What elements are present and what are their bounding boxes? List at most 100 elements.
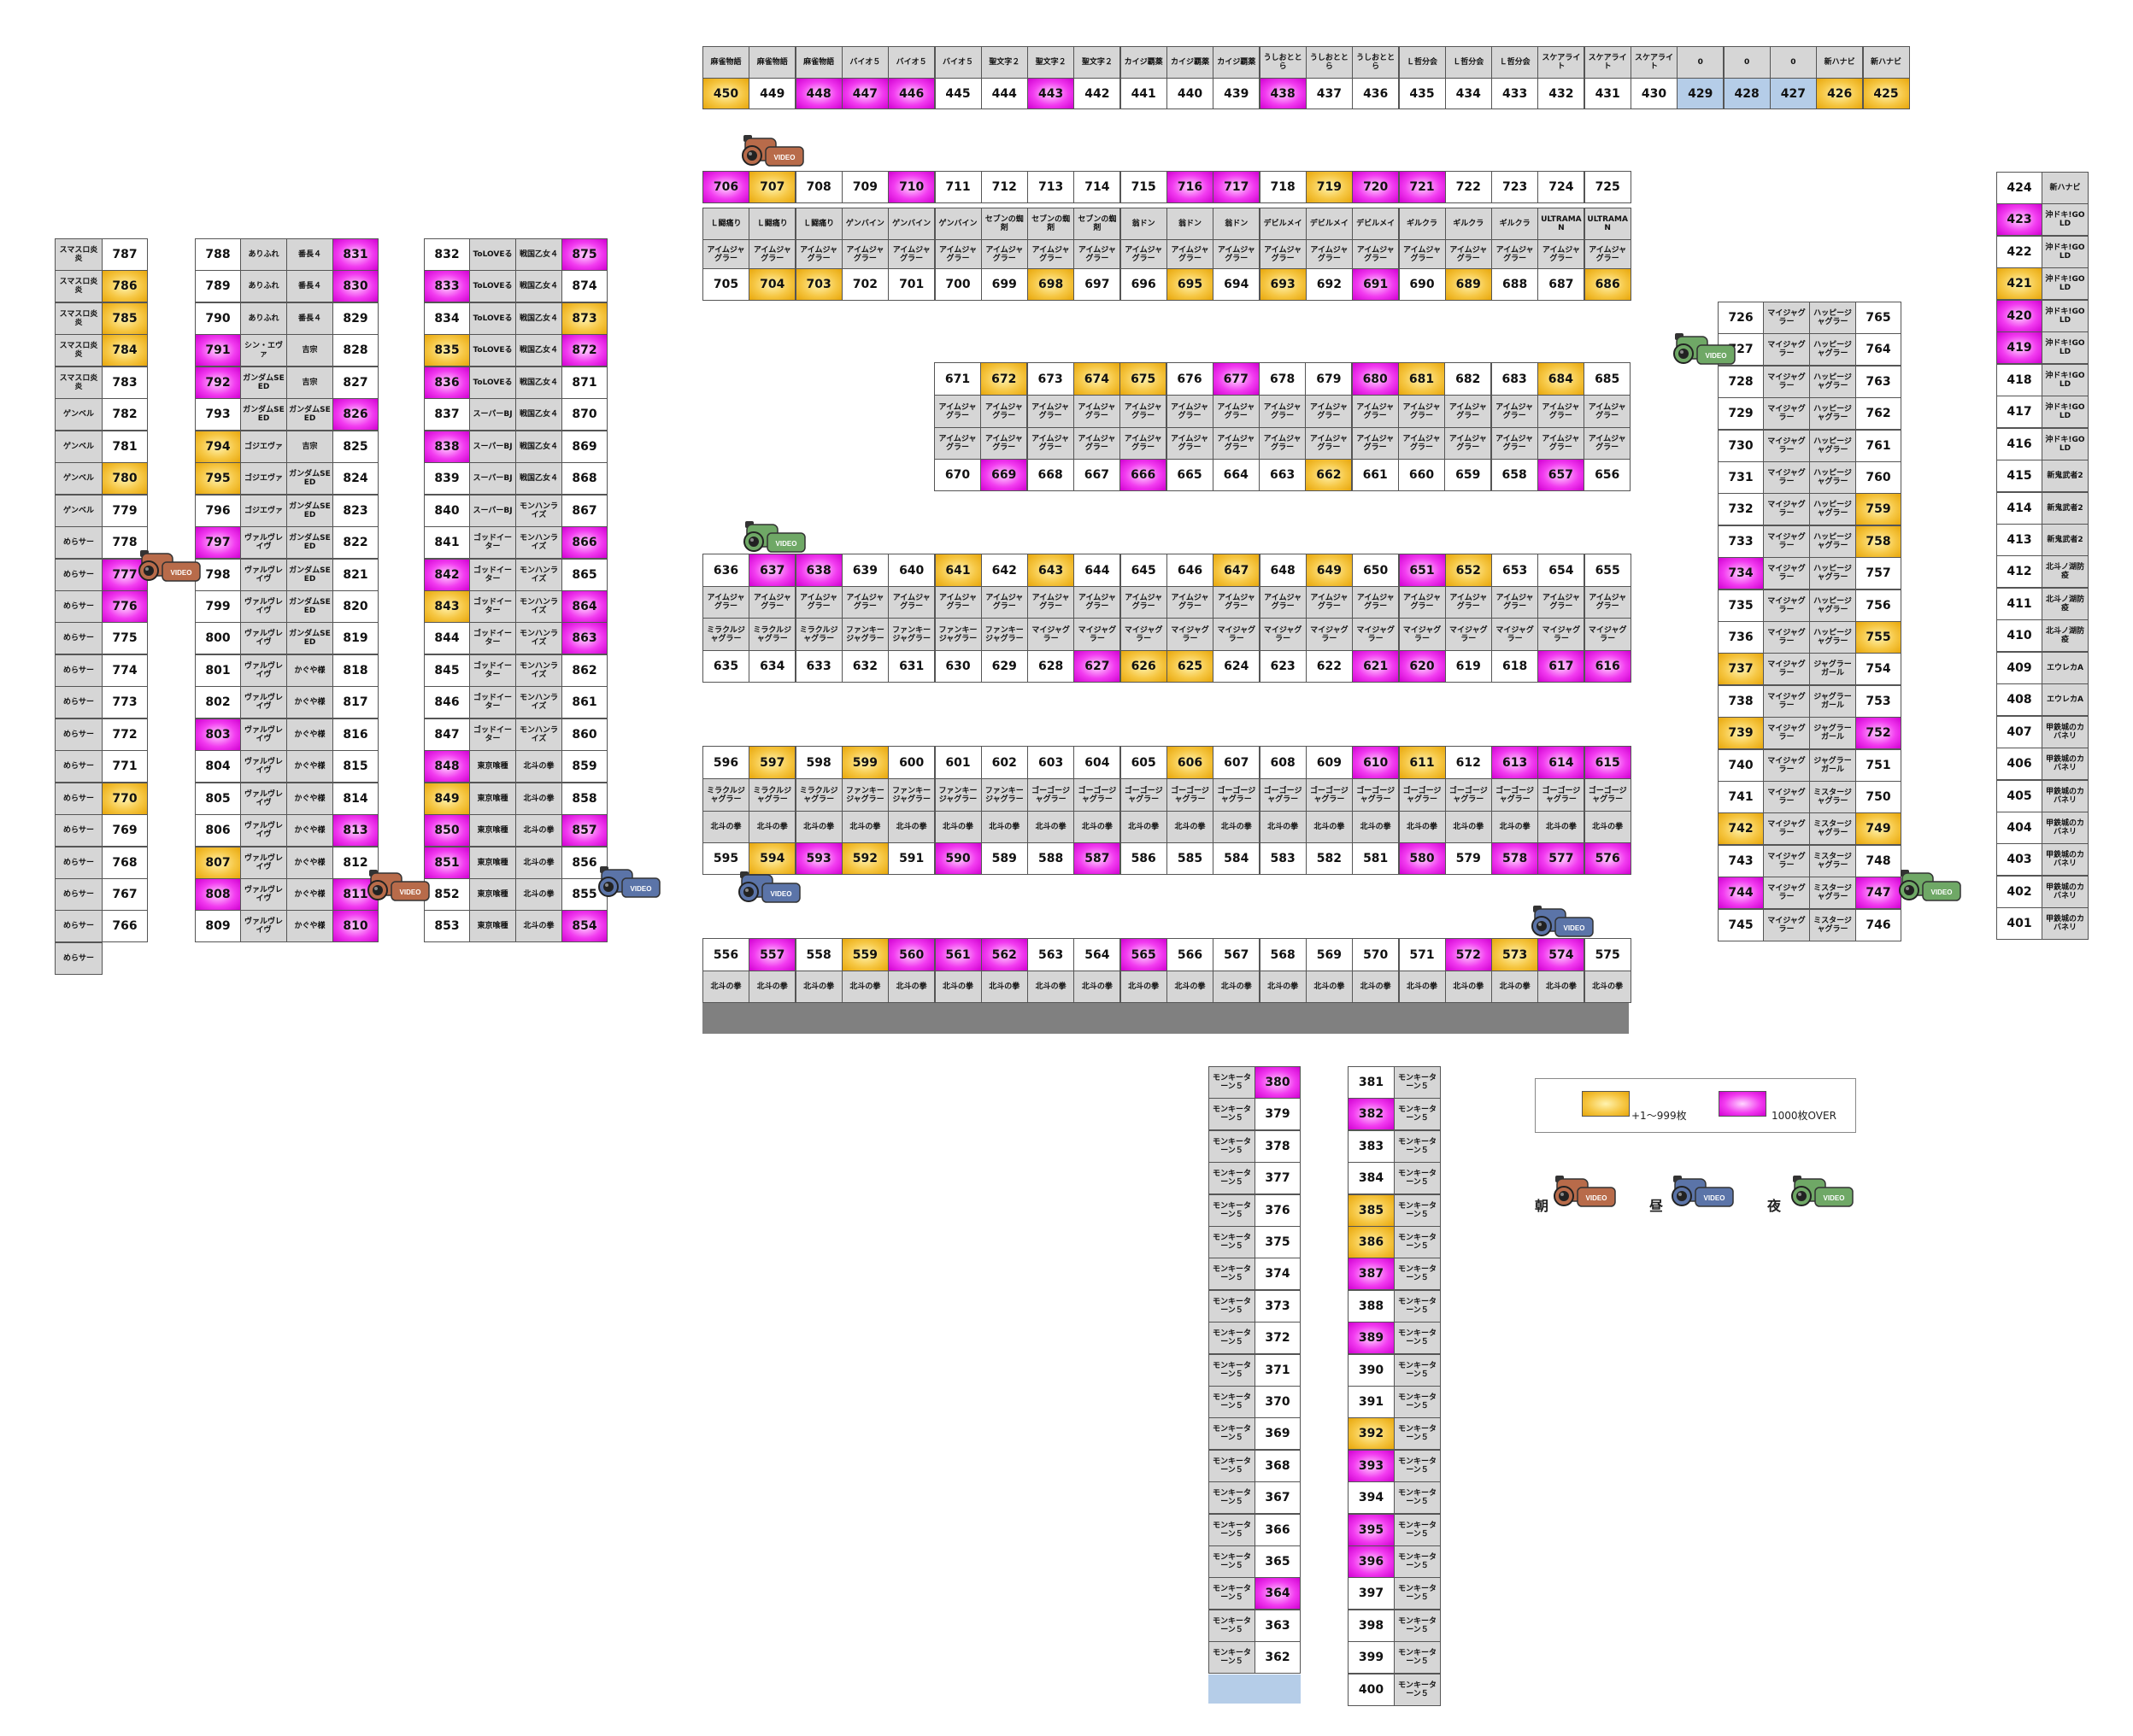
machine-number[interactable]: 579 xyxy=(1444,842,1492,875)
machine-number[interactable]: 808 xyxy=(195,878,241,911)
machine-number[interactable]: 738 xyxy=(1718,684,1764,718)
machine-number[interactable]: 800 xyxy=(195,622,241,655)
machine-number[interactable]: 701 xyxy=(888,268,936,301)
machine-number[interactable]: 606 xyxy=(1166,746,1213,779)
machine-number[interactable]: 449 xyxy=(749,78,796,109)
machine-number[interactable]: 629 xyxy=(980,650,1028,683)
machine-number[interactable]: 783 xyxy=(102,366,148,399)
machine-number[interactable]: 586 xyxy=(1119,842,1167,875)
machine-number[interactable]: 439 xyxy=(1213,78,1260,109)
machine-number[interactable]: 564 xyxy=(1073,938,1121,971)
machine-number[interactable]: 657 xyxy=(1537,459,1584,491)
machine-number[interactable]: 705 xyxy=(702,268,749,301)
machine-number[interactable]: 362 xyxy=(1255,1641,1301,1674)
machine-number[interactable]: 401 xyxy=(1996,907,2042,941)
machine-number[interactable]: 442 xyxy=(1073,78,1121,109)
machine-number[interactable]: 574 xyxy=(1537,938,1585,971)
machine-number[interactable]: 853 xyxy=(424,910,470,943)
machine-number[interactable]: 830 xyxy=(332,270,379,303)
machine-number[interactable]: 754 xyxy=(1855,653,1901,686)
machine-number[interactable]: 378 xyxy=(1255,1129,1301,1163)
machine-number[interactable]: 675 xyxy=(1119,362,1167,396)
machine-number[interactable]: 603 xyxy=(1027,746,1075,779)
machine-number[interactable]: 419 xyxy=(1996,331,2042,365)
machine-number[interactable]: 688 xyxy=(1491,268,1539,301)
machine-number[interactable]: 652 xyxy=(1444,554,1492,587)
machine-number[interactable]: 709 xyxy=(841,171,889,203)
machine-number[interactable]: 693 xyxy=(1259,268,1307,301)
machine-number[interactable]: 832 xyxy=(424,238,470,271)
machine-number[interactable]: 787 xyxy=(102,238,148,271)
machine-number[interactable]: 608 xyxy=(1259,746,1307,779)
machine-number[interactable]: 628 xyxy=(1027,650,1075,683)
machine-number[interactable]: 397 xyxy=(1348,1577,1395,1610)
machine-number[interactable]: 752 xyxy=(1855,717,1901,750)
machine-number[interactable]: 388 xyxy=(1348,1289,1395,1323)
machine-number[interactable]: 635 xyxy=(702,650,749,683)
machine-number[interactable]: 600 xyxy=(888,746,936,779)
machine-number[interactable]: 648 xyxy=(1259,554,1307,587)
machine-number[interactable]: 402 xyxy=(1996,875,2042,908)
machine-number[interactable]: 711 xyxy=(934,171,982,203)
machine-number[interactable]: 696 xyxy=(1119,268,1167,301)
machine-number[interactable]: 571 xyxy=(1398,938,1446,971)
machine-number[interactable]: 630 xyxy=(934,650,982,683)
machine-number[interactable]: 372 xyxy=(1255,1322,1301,1355)
machine-number[interactable]: 605 xyxy=(1119,746,1167,779)
machine-number[interactable]: 382 xyxy=(1348,1098,1395,1131)
machine-number[interactable]: 797 xyxy=(195,526,241,560)
machine-number[interactable]: 390 xyxy=(1348,1353,1395,1387)
machine-number[interactable]: 805 xyxy=(195,782,241,815)
machine-number[interactable]: 611 xyxy=(1398,746,1446,779)
machine-number[interactable]: 364 xyxy=(1255,1577,1301,1610)
machine-number[interactable]: 410 xyxy=(1996,619,2042,653)
machine-number[interactable]: 782 xyxy=(102,398,148,431)
machine-number[interactable]: 647 xyxy=(1213,554,1260,587)
machine-number[interactable]: 405 xyxy=(1996,779,2042,812)
machine-number[interactable]: 818 xyxy=(332,654,379,687)
machine-number[interactable]: 661 xyxy=(1351,459,1399,491)
machine-number[interactable]: 708 xyxy=(795,171,843,203)
machine-number[interactable]: 620 xyxy=(1398,650,1446,683)
machine-number[interactable]: 660 xyxy=(1398,459,1445,491)
machine-number[interactable]: 673 xyxy=(1026,362,1074,396)
machine-number[interactable]: 718 xyxy=(1259,171,1307,203)
machine-number[interactable]: 415 xyxy=(1996,460,2042,493)
machine-number[interactable]: 807 xyxy=(195,846,241,879)
machine-number[interactable]: 784 xyxy=(102,334,148,367)
machine-number[interactable]: 795 xyxy=(195,462,241,496)
machine-number[interactable]: 367 xyxy=(1255,1481,1301,1515)
machine-number[interactable]: 695 xyxy=(1166,268,1213,301)
machine-number[interactable]: 417 xyxy=(1996,396,2042,429)
machine-number[interactable]: 792 xyxy=(195,366,241,399)
machine-number[interactable]: 793 xyxy=(195,398,241,431)
machine-number[interactable]: 556 xyxy=(702,938,749,971)
machine-number[interactable]: 821 xyxy=(332,558,379,591)
machine-number[interactable]: 642 xyxy=(980,554,1028,587)
machine-number[interactable]: 582 xyxy=(1305,842,1353,875)
machine-number[interactable]: 844 xyxy=(424,622,470,655)
machine-number[interactable]: 423 xyxy=(1996,203,2042,237)
machine-number[interactable]: 687 xyxy=(1537,268,1585,301)
machine-number[interactable]: 713 xyxy=(1027,171,1075,203)
machine-number[interactable]: 823 xyxy=(332,494,379,527)
machine-number[interactable]: 686 xyxy=(1584,268,1631,301)
machine-number[interactable]: 837 xyxy=(424,398,470,431)
machine-number[interactable]: 370 xyxy=(1255,1386,1301,1418)
machine-number[interactable]: 619 xyxy=(1444,650,1492,683)
machine-number[interactable]: 868 xyxy=(561,462,608,496)
machine-number[interactable]: 389 xyxy=(1348,1322,1395,1355)
machine-number[interactable]: 580 xyxy=(1398,842,1446,875)
machine-number[interactable]: 747 xyxy=(1855,877,1901,910)
machine-number[interactable]: 425 xyxy=(1862,78,1910,109)
machine-number[interactable]: 677 xyxy=(1212,362,1260,396)
machine-number[interactable]: 850 xyxy=(424,814,470,847)
machine-number[interactable]: 827 xyxy=(332,366,379,399)
machine-number[interactable]: 826 xyxy=(332,398,379,431)
machine-number[interactable]: 432 xyxy=(1537,78,1585,109)
machine-number[interactable]: 440 xyxy=(1166,78,1213,109)
machine-number[interactable]: 750 xyxy=(1855,781,1901,813)
machine-number[interactable]: 845 xyxy=(424,654,470,687)
machine-number[interactable]: 601 xyxy=(934,746,982,779)
machine-number[interactable]: 840 xyxy=(424,494,470,527)
